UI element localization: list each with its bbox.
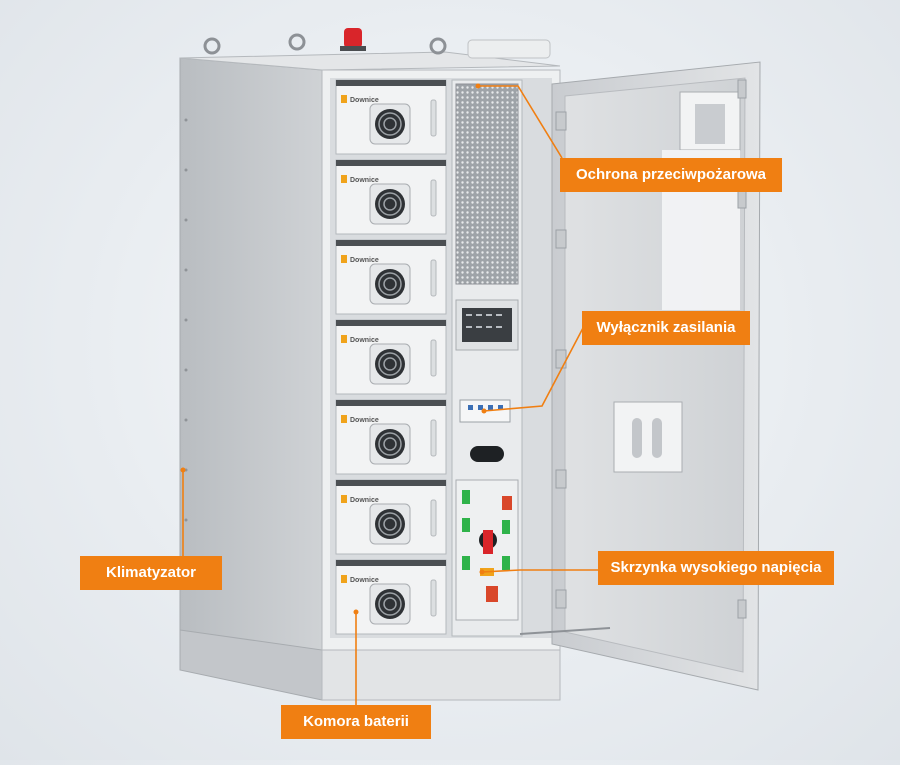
callout-fire-protection: Ochrona przeciwpożarowa bbox=[560, 158, 782, 192]
battery-brand-label: Downice bbox=[350, 497, 379, 504]
battery-brand-label: Downice bbox=[350, 577, 379, 584]
battery-brand-label: Downice bbox=[350, 257, 379, 264]
cabinet-door bbox=[519, 61, 761, 691]
leader-lines bbox=[182, 85, 600, 706]
fire-alarm-beacon-icon bbox=[344, 28, 362, 48]
callout-air-conditioner: Klimatyzator bbox=[80, 556, 222, 590]
fire-protection-unit bbox=[455, 83, 519, 285]
cabinet-top bbox=[179, 51, 561, 71]
callout-power-switch: Wyłącznik zasilania bbox=[582, 311, 750, 345]
battery-brand-label: Downice bbox=[350, 177, 379, 184]
callout-battery-chamber: Komora baterii bbox=[281, 705, 431, 739]
battery-module: Downice bbox=[335, 479, 447, 555]
leader-high-voltage bbox=[481, 569, 600, 573]
battery-brand-label: Downice bbox=[350, 417, 379, 424]
battery-module: Downice bbox=[335, 239, 447, 315]
battery-module: Downice bbox=[335, 399, 447, 475]
battery-module: Downice bbox=[335, 79, 447, 155]
cabinet-front-base bbox=[321, 649, 561, 701]
battery-module: Downice bbox=[335, 319, 447, 395]
door-stay-arm bbox=[519, 627, 611, 635]
door-mounting-bracket bbox=[613, 401, 683, 473]
cabinet-side-panel bbox=[179, 57, 323, 691]
lifting-eyes bbox=[203, 33, 447, 55]
battery-brand-label: Downice bbox=[350, 337, 379, 344]
door-hinges bbox=[555, 79, 747, 619]
leader-endpoints bbox=[180, 83, 487, 615]
leader-fire-protection bbox=[478, 85, 563, 159]
leader-power-switch bbox=[483, 327, 584, 412]
battery-module: Downice bbox=[335, 159, 447, 235]
roof-vent bbox=[467, 39, 551, 59]
battery-brand-label: Downice bbox=[350, 97, 379, 104]
battery-stack: Downice Downice Downice bbox=[335, 79, 447, 635]
beacon-base bbox=[340, 46, 366, 51]
battery-module: Downice bbox=[335, 559, 447, 635]
equipment-column bbox=[451, 79, 523, 637]
callout-high-voltage-box: Skrzynka wysokiego napięcia bbox=[598, 551, 834, 585]
